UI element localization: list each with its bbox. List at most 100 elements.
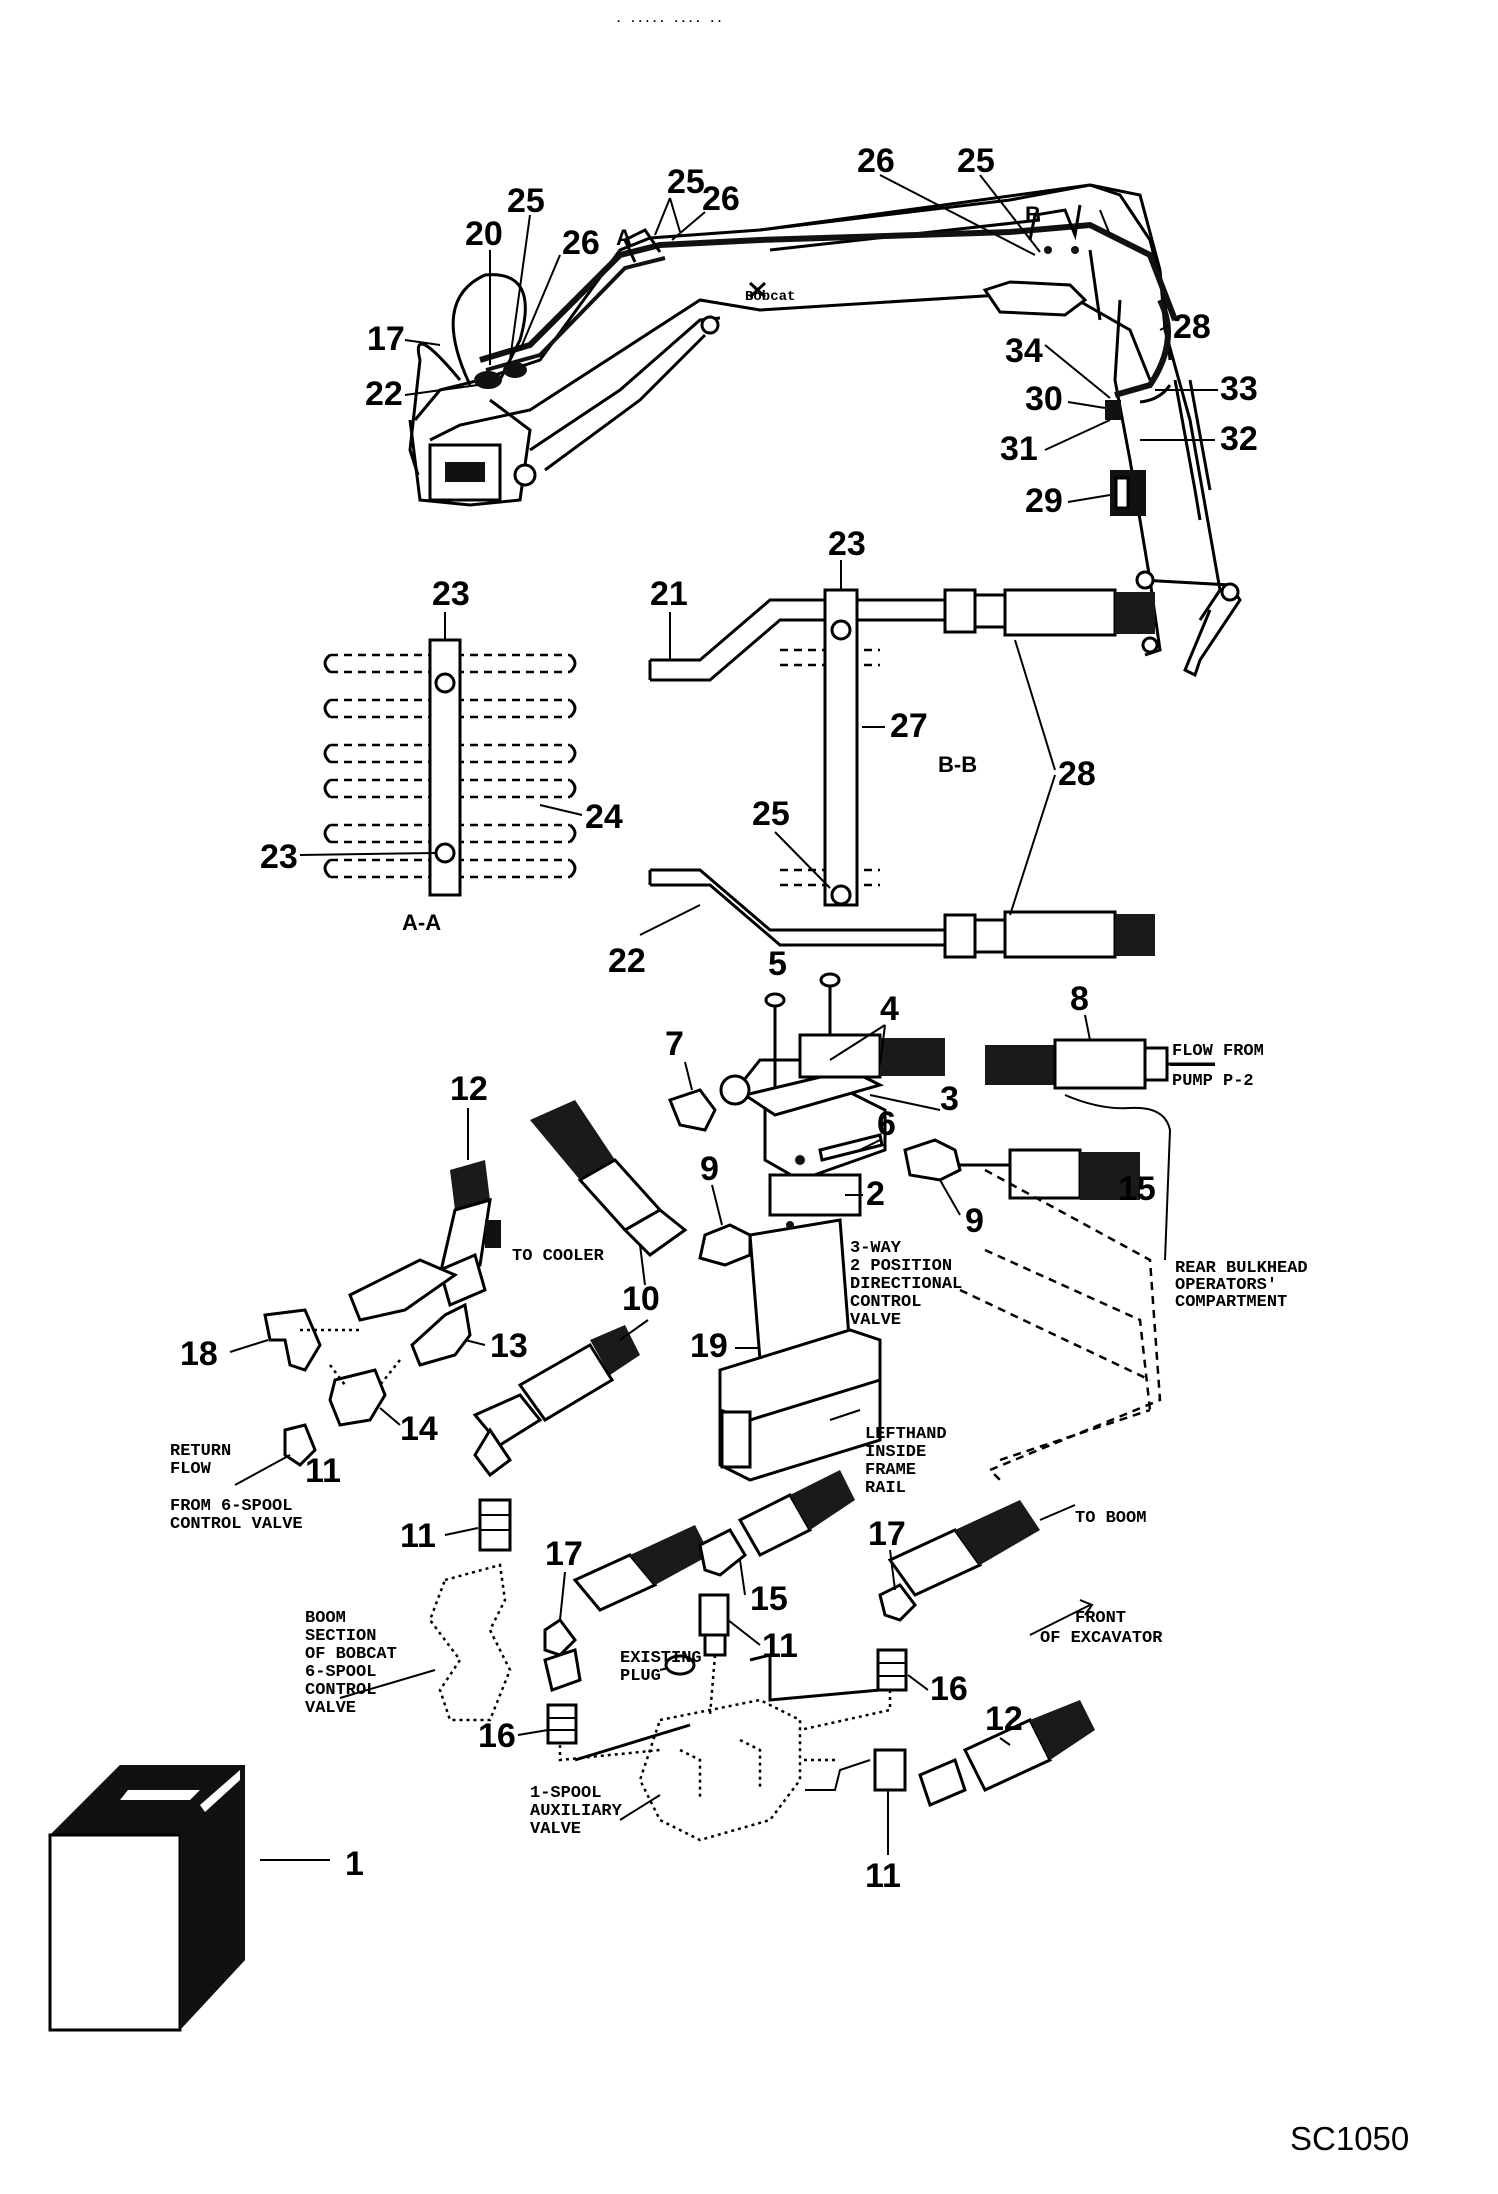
callout-9: 9 xyxy=(700,1150,719,1188)
svg-text:OF BOBCAT: OF BOBCAT xyxy=(305,1645,397,1664)
callout-26: 26 xyxy=(562,224,600,262)
callout-6: 6 xyxy=(877,1105,896,1143)
svg-text:REAR BULKHEAD: REAR BULKHEAD xyxy=(1175,1259,1308,1278)
section-marker-b: B xyxy=(1025,202,1041,227)
callout-13: 13 xyxy=(490,1327,528,1365)
svg-text:FLOW: FLOW xyxy=(170,1460,212,1479)
callout-22: 22 xyxy=(365,375,403,413)
note-front-of-excavator: FRONT OF EXCAVATOR xyxy=(1040,1609,1163,1648)
svg-text:FRAME: FRAME xyxy=(865,1461,916,1480)
svg-text:VALVE: VALVE xyxy=(530,1820,581,1839)
boom-callouts: 25 26 A 25 20 26 17 22 26 25 B 28 34 33 … xyxy=(365,142,1258,520)
svg-text:CONTROL: CONTROL xyxy=(305,1681,376,1700)
svg-text:LEFTHAND: LEFTHAND xyxy=(865,1425,947,1444)
svg-text:PUMP P-2: PUMP P-2 xyxy=(1172,1072,1254,1091)
callout-25: 25 xyxy=(507,182,545,220)
callout-23: 23 xyxy=(432,575,470,613)
note-flow-from-pump: FLOW FROM PUMP P-2 xyxy=(1172,1042,1264,1091)
note-existing-plug: EXISTING PLUG xyxy=(620,1649,702,1686)
section-b-b: B-B 23 21 27 28 25 22 xyxy=(608,525,1155,980)
svg-text:EXISTING: EXISTING xyxy=(620,1649,702,1668)
note-lefthand-frame-rail: LEFTHAND INSIDE FRAME RAIL xyxy=(865,1425,947,1498)
header-text: . ..... .... .. xyxy=(615,12,723,26)
callout-11: 11 xyxy=(762,1627,798,1665)
callout-34: 34 xyxy=(1005,332,1043,370)
callout-20: 20 xyxy=(465,215,503,253)
part-1-box: 1 xyxy=(48,1765,364,2032)
svg-text:3-WAY: 3-WAY xyxy=(850,1239,902,1258)
section-marker-a: A xyxy=(616,225,632,250)
drawing-code: SC1050 xyxy=(1290,2120,1409,2157)
boom-logo: Bobcat xyxy=(745,289,795,305)
callout-33: 33 xyxy=(1220,370,1258,408)
svg-text:BOOM: BOOM xyxy=(305,1609,346,1628)
valve-plumbing xyxy=(234,972,1215,1842)
section-a-a: A-A 23 23 24 xyxy=(260,575,623,935)
svg-text:2 POSITION: 2 POSITION xyxy=(850,1257,952,1276)
callout-19: 19 xyxy=(690,1327,728,1365)
callout-16: 16 xyxy=(478,1717,516,1755)
callout-1: 1 xyxy=(345,1845,364,1883)
callout-15: 15 xyxy=(1118,1170,1156,1208)
callout-23: 23 xyxy=(828,525,866,563)
svg-text:CONTROL VALVE: CONTROL VALVE xyxy=(170,1515,303,1534)
note-to-cooler: TO COOLER xyxy=(512,1247,605,1266)
callout-24: 24 xyxy=(585,798,623,836)
callout-29: 29 xyxy=(1025,482,1063,520)
svg-text:1-SPOOL: 1-SPOOL xyxy=(530,1784,601,1803)
note-from-6-spool: FROM 6-SPOOL CONTROL VALVE xyxy=(170,1497,303,1534)
callout-21: 21 xyxy=(650,575,688,613)
note-boom-section: BOOM SECTION OF BOBCAT 6-SPOOL CONTROL V… xyxy=(305,1609,397,1718)
callout-7: 7 xyxy=(665,1025,684,1063)
svg-text:FROM 6-SPOOL: FROM 6-SPOOL xyxy=(170,1497,292,1516)
svg-text:RAIL: RAIL xyxy=(865,1479,906,1498)
callout-27: 27 xyxy=(890,707,928,745)
callout-28: 28 xyxy=(1173,308,1211,346)
svg-text:6-SPOOL: 6-SPOOL xyxy=(305,1663,376,1682)
callout-8: 8 xyxy=(1070,980,1089,1018)
callout-25: 25 xyxy=(957,142,995,180)
svg-text:VALVE: VALVE xyxy=(305,1699,356,1718)
callout-11: 11 xyxy=(305,1452,341,1490)
svg-text:PLUG: PLUG xyxy=(620,1667,661,1686)
svg-text:OPERATORS': OPERATORS' xyxy=(1175,1276,1277,1295)
svg-text:FLOW FROM: FLOW FROM xyxy=(1172,1042,1264,1061)
callout-2: 2 xyxy=(866,1175,885,1213)
note-auxiliary-valve: 1-SPOOL AUXILIARY VALVE xyxy=(530,1784,623,1839)
callout-17: 17 xyxy=(868,1515,906,1553)
svg-text:AUXILIARY: AUXILIARY xyxy=(530,1802,623,1821)
callout-4: 4 xyxy=(880,990,899,1028)
callout-18: 18 xyxy=(180,1335,218,1373)
callout-28: 28 xyxy=(1058,755,1096,793)
svg-text:VALVE: VALVE xyxy=(850,1311,901,1330)
callout-22: 22 xyxy=(608,942,646,980)
callout-15: 15 xyxy=(750,1580,788,1618)
note-return-flow: RETURN FLOW xyxy=(170,1442,231,1479)
svg-text:INSIDE: INSIDE xyxy=(865,1443,926,1462)
callout-26: 26 xyxy=(702,180,740,218)
svg-text:FRONT: FRONT xyxy=(1075,1609,1126,1628)
callout-12: 12 xyxy=(985,1700,1023,1738)
callout-26: 26 xyxy=(857,142,895,180)
svg-text:COMPARTMENT: COMPARTMENT xyxy=(1175,1293,1287,1312)
callout-11: 11 xyxy=(400,1517,436,1555)
callout-11: 11 xyxy=(865,1857,901,1895)
note-to-boom: TO BOOM xyxy=(1075,1509,1146,1528)
callout-17: 17 xyxy=(545,1535,583,1573)
callout-31: 31 xyxy=(1000,430,1038,468)
callout-25: 25 xyxy=(667,163,705,201)
svg-text:DIRECTIONAL: DIRECTIONAL xyxy=(850,1275,962,1294)
callout-5: 5 xyxy=(768,945,787,983)
boom-assembly: Bobcat xyxy=(408,183,1242,678)
callout-30: 30 xyxy=(1025,380,1063,418)
callout-32: 32 xyxy=(1220,420,1258,458)
callout-17: 17 xyxy=(367,320,405,358)
callout-10: 10 xyxy=(622,1280,660,1318)
note-rear-bulkhead: REAR BULKHEAD OPERATORS' COMPARTMENT xyxy=(1175,1259,1308,1312)
section-label-b-b: B-B xyxy=(938,752,977,777)
svg-text:CONTROL: CONTROL xyxy=(850,1293,921,1312)
callout-3: 3 xyxy=(940,1080,959,1118)
svg-text:OF EXCAVATOR: OF EXCAVATOR xyxy=(1040,1629,1163,1648)
svg-text:RETURN: RETURN xyxy=(170,1442,231,1461)
